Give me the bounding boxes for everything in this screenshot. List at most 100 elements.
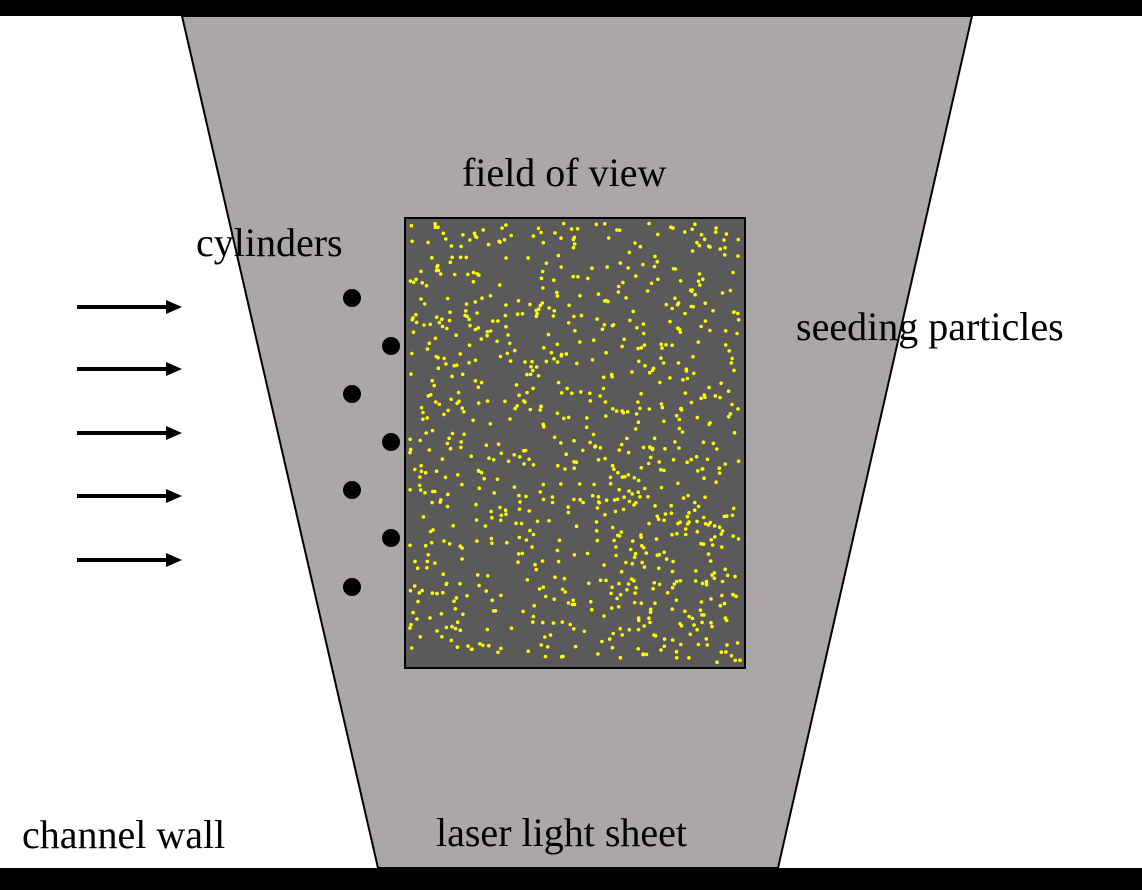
seeding-particle (485, 627, 490, 632)
seeding-particle (615, 596, 619, 601)
seeding-particle (691, 354, 695, 359)
seeding-particle (669, 511, 674, 515)
seeding-particle (421, 410, 425, 415)
seeding-particle (542, 425, 546, 429)
seeding-particle (498, 240, 502, 244)
seeding-particle (643, 486, 647, 491)
seeding-particle (517, 393, 521, 398)
seeding-particle (499, 518, 503, 523)
seeding-particle (545, 645, 550, 649)
flow-arrow-head (166, 362, 182, 376)
seeding-particle (552, 309, 557, 313)
seeding-particle (428, 529, 433, 534)
seeding-particle (541, 620, 545, 625)
seeding-particle (673, 440, 677, 444)
seeding-particle (543, 594, 548, 599)
seeding-particle (604, 498, 609, 503)
seeding-particle (727, 349, 731, 353)
seeding-particle (638, 495, 642, 499)
seeding-particle (456, 473, 460, 477)
flow-arrow (77, 362, 182, 376)
seeding-particle (450, 255, 454, 260)
seeding-particle (539, 404, 543, 409)
seeding-particle (709, 620, 713, 625)
seeding-particle (632, 555, 637, 559)
seeding-particle (552, 597, 556, 601)
seeding-particle (489, 536, 494, 541)
seeding-particle (540, 269, 545, 274)
seeding-particle (676, 481, 680, 486)
seeding-particle (452, 364, 457, 368)
seeding-particle (693, 579, 698, 583)
seeding-particle (720, 593, 724, 598)
seeding-particle (436, 225, 440, 229)
seeding-particle (696, 642, 701, 647)
seeding-particle (415, 566, 420, 570)
seeding-particle (592, 338, 596, 343)
seeding-particle (692, 623, 696, 627)
seeding-particle (630, 492, 635, 496)
seeding-particle (663, 446, 667, 451)
seeding-particle (459, 445, 463, 450)
seeding-particle (543, 654, 548, 659)
seeding-particle (625, 588, 629, 592)
seeding-particle (630, 561, 635, 566)
seeding-particle (653, 254, 657, 259)
seeding-particle (459, 244, 463, 249)
seeding-particle (476, 401, 481, 405)
seeding-particle (579, 313, 584, 318)
seeding-particle (449, 638, 454, 643)
seeding-particle (677, 446, 681, 450)
seeding-particle (675, 531, 679, 536)
seeding-particle (408, 588, 413, 593)
seeding-particle (584, 425, 589, 430)
seeding-particle (711, 441, 716, 446)
seeding-particle (585, 551, 590, 556)
seeding-particle (466, 272, 470, 277)
seeding-particle (481, 643, 485, 648)
seeding-particle (566, 510, 571, 515)
seeding-particle (668, 376, 672, 380)
seeding-particle (448, 446, 453, 451)
seeding-particle (698, 608, 703, 612)
seeding-particle (640, 560, 644, 565)
flow-arrow-head (166, 300, 182, 314)
seeding-particle (411, 610, 415, 615)
seeding-particle (571, 274, 575, 279)
seeding-particle (715, 660, 719, 664)
seeding-particle (544, 359, 549, 364)
seeding-particle (617, 228, 622, 233)
seeding-particle (418, 635, 423, 639)
seeding-particle (550, 500, 555, 505)
seeding-particle (717, 466, 722, 471)
seeding-particle (447, 542, 452, 546)
seeding-particle (623, 475, 627, 479)
seeding-particle (616, 290, 621, 294)
seeding-particle (602, 614, 606, 618)
seeding-particle (490, 598, 495, 603)
seeding-particle (609, 372, 614, 377)
seeding-particle (678, 520, 682, 524)
seeding-particle (696, 469, 700, 473)
seeding-particle (636, 478, 641, 483)
seeding-particle (483, 524, 488, 528)
seeding-particle (528, 407, 533, 412)
seeding-particle (683, 230, 687, 234)
seeding-particle (474, 518, 479, 522)
seeding-particle (609, 591, 613, 596)
seeding-particle (476, 326, 481, 330)
seeding-particle (458, 255, 463, 260)
seeding-particle (499, 646, 503, 651)
seeding-particle (498, 354, 503, 359)
seeding-particle (690, 249, 695, 253)
seeding-particle (517, 535, 522, 540)
seeding-particle (433, 400, 438, 404)
seeding-particle (647, 407, 652, 411)
seeding-particle (415, 617, 419, 621)
seeding-particle (655, 514, 659, 519)
seeding-particle (675, 579, 679, 584)
seeding-particle (559, 353, 564, 358)
seeding-particle (460, 406, 465, 411)
seeding-particle (473, 327, 478, 332)
seeding-particle (484, 443, 489, 448)
